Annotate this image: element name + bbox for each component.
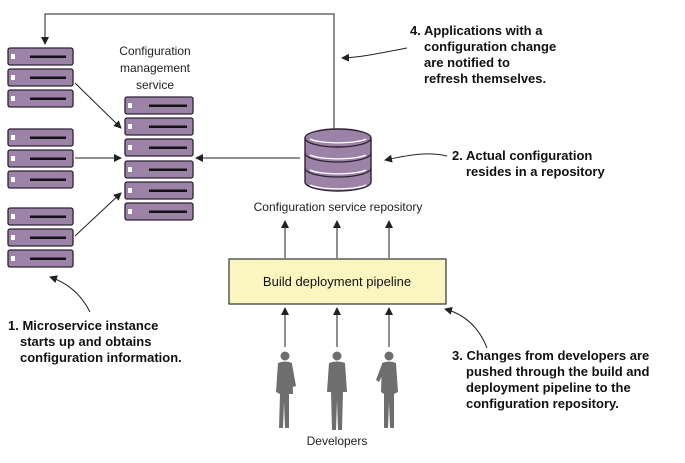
server-rack-unit [7, 47, 74, 66]
microservice-instance-group-1 [7, 47, 74, 108]
pipeline-label: Build deployment pipeline [263, 274, 411, 289]
callout-4-arrow [341, 47, 408, 62]
developer-figure-icon [376, 351, 398, 428]
server-rack-unit [7, 170, 74, 189]
server-rack-unit [7, 249, 74, 268]
config-service-server-stack [124, 96, 194, 221]
callout-4-line-2: configuration change [424, 39, 556, 54]
notify-arrow-path [41, 13, 335, 133]
config-service-label-line-3: service [136, 78, 174, 92]
server-rack-unit [7, 149, 74, 168]
arrow-group3-to-service [74, 192, 122, 237]
request-arrows [74, 82, 122, 237]
server-rack-unit [124, 117, 194, 136]
callout-3-arrow [444, 306, 488, 349]
developer-figure-icon [327, 351, 347, 430]
pipeline-box [228, 258, 447, 305]
database-icon [304, 128, 372, 192]
server-rack-unit [7, 89, 74, 108]
server-rack-unit [7, 128, 74, 147]
developer-figure-icon [276, 351, 296, 428]
config-service-label-line-2: management [120, 61, 191, 75]
server-rack-unit [124, 138, 194, 157]
callout-arrows [49, 47, 488, 349]
callout-4-line-4: refresh themselves. [424, 71, 546, 86]
server-rack-unit [124, 181, 194, 200]
callout-1-line-1: 1. Microservice instance [8, 318, 158, 333]
repository-label: Configuration service repository [254, 200, 423, 214]
callout-4-line-3: are notified to [424, 55, 510, 70]
callout-1-line-3: configuration information. [20, 350, 182, 365]
server-rack-unit [7, 228, 74, 247]
callout-2-text: 2. Actual configuration resides in a rep… [452, 148, 605, 179]
callout-2-line-1: 2. Actual configuration [452, 148, 592, 163]
microservice-instance-group-3 [7, 207, 74, 268]
callout-2-arrow [384, 153, 448, 163]
server-rack-unit [124, 160, 194, 179]
server-rack-unit [124, 202, 194, 221]
callout-3-line-2: pushed through the build and [466, 364, 649, 379]
callout-1-line-2: starts up and obtains [20, 334, 151, 349]
callout-4-line-1: 4. Applications with a [410, 23, 543, 38]
callout-3-line-1: 3. Changes from developers are [452, 348, 649, 363]
callout-3-line-3: deployment pipeline to the [466, 380, 631, 395]
server-rack-unit [7, 68, 74, 87]
callout-3-line-4: configuration repository. [466, 396, 619, 411]
arrow-group1-to-service [74, 82, 122, 129]
server-rack-unit [7, 207, 74, 226]
server-rack-unit [124, 96, 194, 115]
callout-1-text: 1. Microservice instance starts up and o… [8, 318, 182, 365]
config-service-label-line-1: Configuration [119, 44, 190, 58]
callout-4-text: 4. Applications with a configuration cha… [410, 23, 560, 86]
pipeline-to-repository-arrows [281, 220, 393, 258]
callout-1-arrow [49, 275, 91, 313]
callout-2-line-2: resides in a repository [466, 164, 605, 179]
developers-label: Developers [307, 434, 368, 448]
developer-to-pipeline-arrows [281, 307, 393, 347]
microservice-instance-group-2 [7, 128, 74, 189]
callout-3-text: 3. Changes from developers are pushed th… [452, 348, 653, 411]
